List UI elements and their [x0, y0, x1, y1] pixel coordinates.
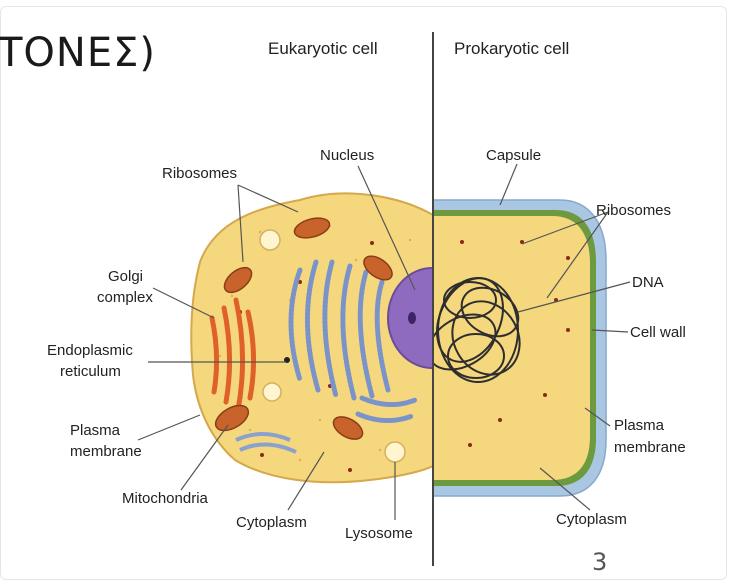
label-plasma-line1: Plasma [70, 422, 121, 439]
label-lysosome: Lysosome [345, 525, 413, 542]
lysosome [385, 442, 405, 462]
label-cell-wall: Cell wall [630, 324, 686, 341]
label-prokaryotic-cytoplasm: Cytoplasm [556, 511, 627, 528]
label-nucleus: Nucleus [320, 147, 374, 164]
label-prokaryotic-plasma-line1: Plasma [614, 417, 665, 434]
label-dna: DNA [632, 274, 664, 291]
label-cytoplasm: Cytoplasm [236, 514, 307, 531]
label-er-line2: reticulum [60, 363, 121, 380]
label-prokaryotic-plasma-line2: membrane [614, 439, 686, 456]
prokaryotic-cytoplasm [433, 216, 590, 480]
label-capsule: Capsule [486, 147, 541, 164]
eukaryotic-header: Eukaryotic cell [268, 39, 378, 58]
label-ribosomes: Ribosomes [162, 165, 237, 182]
label-plasma-line2: membrane [70, 443, 142, 460]
prokaryotic-header: Prokaryotic cell [454, 39, 569, 58]
label-prokaryotic-ribosomes: Ribosomes [596, 202, 671, 219]
label-golgi-line2: complex [97, 289, 153, 306]
prokaryotic-cell [419, 200, 606, 496]
label-er-line1: Endoplasmic [47, 342, 133, 359]
label-mitochondria: Mitochondria [122, 490, 209, 507]
label-golgi-line1: Golgi [108, 268, 143, 285]
